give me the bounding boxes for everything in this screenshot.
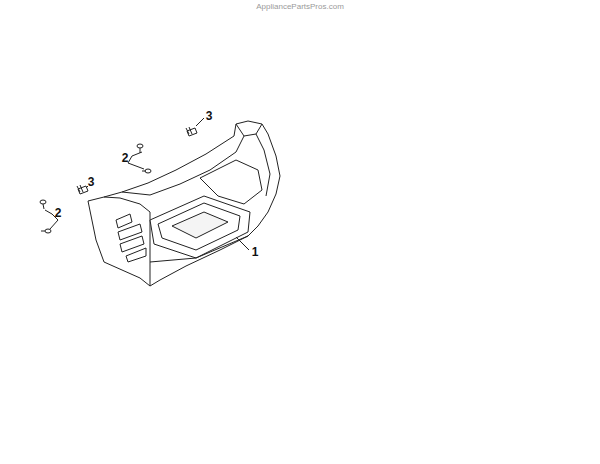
leader-lines [45, 118, 249, 250]
opening-frame [150, 196, 250, 258]
housing-outline [88, 121, 280, 286]
screw [77, 185, 88, 194]
screw [137, 144, 143, 153]
top-rim [244, 124, 262, 136]
callout-number: 3 [206, 110, 213, 122]
opening-depth [172, 212, 228, 238]
screw [186, 127, 197, 136]
callout-number: 1 [252, 246, 259, 258]
leader-line [128, 152, 144, 169]
leader-line [196, 118, 204, 126]
vent [120, 236, 144, 252]
screw [40, 200, 46, 209]
leader-line [236, 237, 249, 250]
callout-number: 3 [88, 176, 95, 188]
vent [116, 214, 132, 228]
watermark: AppliancePartsPros.com [256, 3, 344, 11]
callout-number: 2 [55, 207, 62, 219]
callout-number: 2 [122, 152, 129, 164]
panel-fold [104, 197, 150, 286]
vent [126, 248, 146, 262]
screw [142, 169, 151, 173]
screw [41, 229, 51, 233]
opening [158, 203, 240, 250]
frame-edge [150, 236, 248, 262]
